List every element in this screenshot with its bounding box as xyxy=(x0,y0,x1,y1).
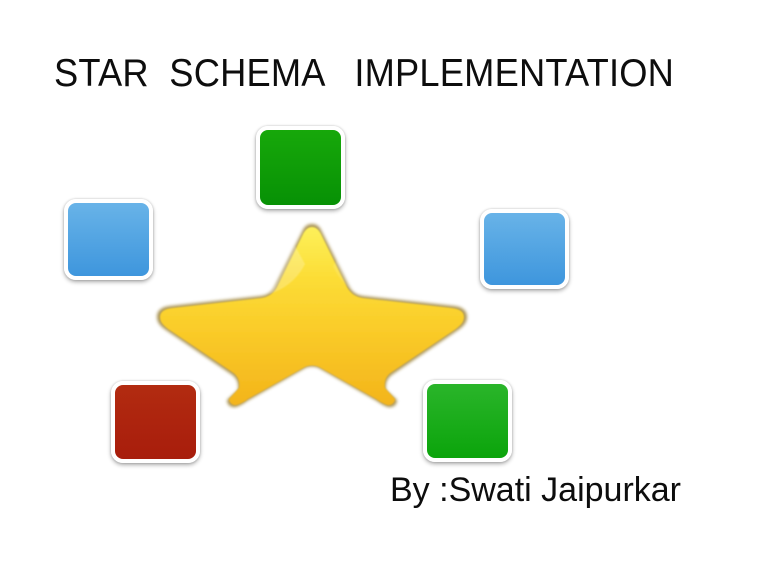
node-square-fill xyxy=(427,384,508,458)
author-byline: By :Swati Jaipurkar xyxy=(390,471,681,509)
node-square-top-green xyxy=(256,126,345,209)
node-square-bottom-left-red xyxy=(111,381,200,463)
node-square-bottom-right-green xyxy=(423,380,512,462)
node-square-fill xyxy=(484,213,565,285)
star-svg xyxy=(157,224,467,408)
node-square-fill xyxy=(68,203,149,276)
node-square-fill xyxy=(260,130,341,205)
page-title: STAR SCHEMA IMPLEMENTATION xyxy=(54,52,675,96)
node-square-left-blue xyxy=(64,199,153,280)
node-square-fill xyxy=(115,385,196,459)
star-shape xyxy=(157,224,467,408)
node-square-right-blue xyxy=(480,209,569,289)
gold-star-graphic xyxy=(145,218,479,410)
